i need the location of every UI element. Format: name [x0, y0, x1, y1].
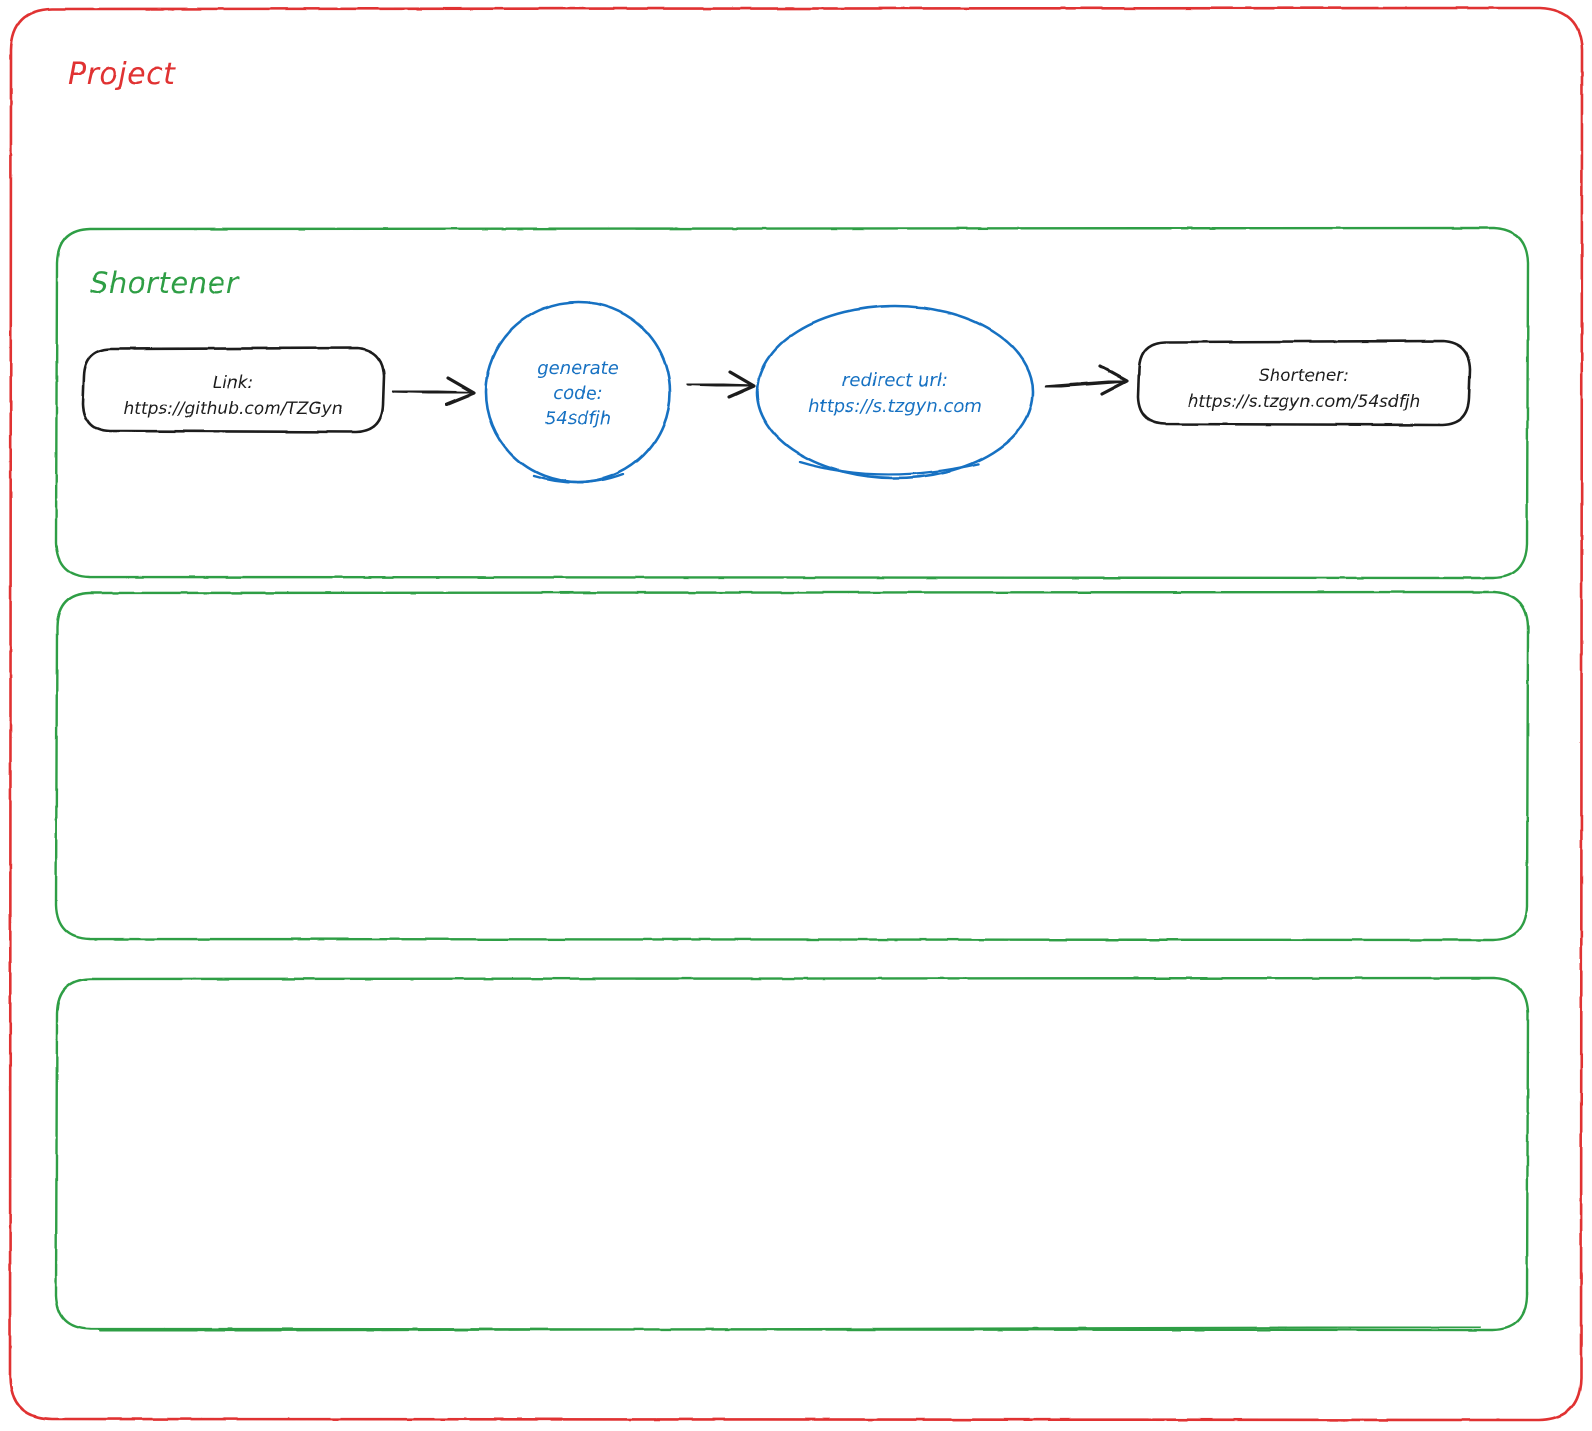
- group-shortener-border: [54, 226, 1530, 580]
- arrow-generate-to-redirect-head: [727, 370, 756, 399]
- arrow-link-to-generate-head: [445, 376, 476, 406]
- redirect-url-node-border-overshoot: [798, 460, 980, 476]
- link-input-line-2: https://github.com/TZGyn: [124, 399, 343, 419]
- project-frame[interactable]: Project: [8, 6, 1584, 1422]
- shortener-output-line-2: https://s.tzgyn.com/54sdfjh: [1188, 392, 1421, 412]
- arrow-redirect-to-shortener-shaft: [1044, 379, 1126, 389]
- arrow-link-to-generate-shaft: [392, 389, 474, 395]
- group-empty-2[interactable]: [54, 976, 1530, 1332]
- link-input-node-label: Link:: [213, 373, 254, 393]
- redirect-url-line-1-text: redirect url:: [842, 370, 948, 391]
- link-input-line-1: Link:: [213, 373, 254, 393]
- shortener-label-text: Shortener: [90, 266, 240, 300]
- generate-code-node[interactable]: generate code: 54sdfjh: [484, 300, 672, 484]
- group-empty-2-border: [54, 976, 1530, 1332]
- arrow-generate-to-redirect-shaft: [686, 382, 754, 388]
- generate-code-line-1-text: generate: [537, 358, 619, 379]
- shortener-output-url: https://s.tzgyn.com/54sdfjh: [1188, 392, 1421, 412]
- redirect-url-node-border: [755, 304, 1035, 480]
- arrow-redirect-to-shortener[interactable]: [1044, 364, 1129, 396]
- shortener-output-node-border: [1136, 339, 1472, 427]
- link-input-node-url: https://github.com/TZGyn: [124, 399, 343, 419]
- group-empty-1[interactable]: [54, 590, 1530, 942]
- project-label-text: Project: [68, 57, 176, 92]
- generate-code-line-2-text: code:: [553, 383, 602, 404]
- arrow-redirect-to-shortener-head: [1098, 364, 1129, 396]
- group-shortener[interactable]: Shortener: [54, 226, 1530, 580]
- redirect-url-line-2-text: https://s.tzgyn.com: [808, 396, 982, 417]
- redirect-url-node[interactable]: redirect url: https://s.tzgyn.com: [755, 304, 1035, 480]
- generate-code-line-3-text: 54sdfjh: [545, 408, 611, 429]
- arrow-generate-to-redirect[interactable]: [686, 370, 756, 399]
- shortener-output-node[interactable]: Shortener: https://s.tzgyn.com/54sdfjh: [1136, 339, 1472, 427]
- link-input-node[interactable]: Link: https://github.com/TZGyn: [81, 346, 386, 434]
- generate-code-node-border-overshoot: [532, 472, 625, 484]
- project-frame-label: Project: [68, 57, 176, 92]
- project-frame-border: [8, 6, 1584, 1422]
- shortener-output-label: Shortener:: [1259, 366, 1349, 386]
- group-empty-2-border-overshoot: [99, 1326, 1481, 1332]
- group-empty-1-border: [54, 590, 1530, 942]
- shortener-output-line-1: Shortener:: [1259, 366, 1349, 386]
- arrow-link-to-generate[interactable]: [392, 376, 476, 406]
- group-shortener-label: Shortener: [90, 266, 240, 300]
- link-input-node-border: [81, 346, 386, 434]
